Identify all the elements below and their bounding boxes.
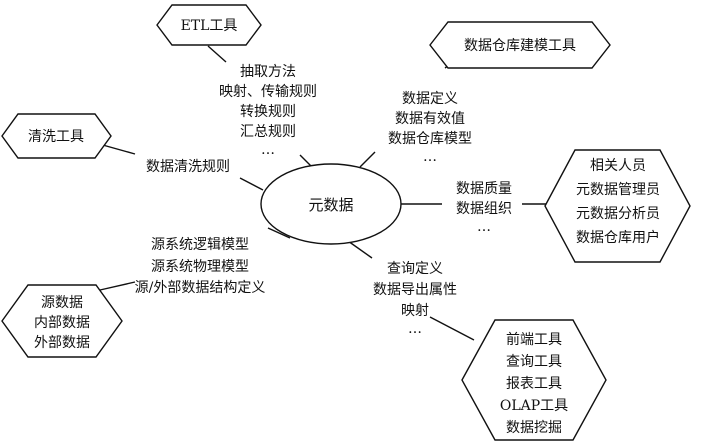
quality-item: 数据质量	[456, 181, 512, 197]
center-ellipse	[260, 163, 402, 245]
etl-items: 抽取方法 映射、传输规则 转换规则 汇总规则 …	[219, 64, 317, 158]
source-item: 源/外部数据结构定义	[135, 280, 266, 296]
center-label: 元数据	[308, 196, 353, 214]
hexagon-line: 数据仓库用户	[576, 229, 660, 246]
query-item: …	[408, 321, 422, 337]
etl-item: 映射、传输规则	[219, 84, 317, 100]
etl-tools-text: ETL工具	[181, 18, 238, 34]
query-items: 查询定义 数据导出属性 映射 …	[373, 261, 457, 337]
hexagon-line: 元数据管理员	[576, 182, 660, 198]
etl-item: 转换规则	[240, 103, 296, 120]
source-data-text: 源数据 内部数据 外部数据	[34, 295, 90, 351]
source-item: 源系统物理模型	[151, 259, 249, 275]
query-item: 查询定义	[387, 261, 443, 277]
hexagon-line: ETL工具	[181, 18, 238, 34]
related-people-text: 相关人员 元数据管理员 元数据分析员 数据仓库用户	[576, 158, 660, 246]
query-item: 映射	[401, 303, 429, 319]
hexagon-line: 清洗工具	[28, 129, 84, 145]
front-end-tools-text: 前端工具 查询工具 报表工具 OLAP工具 数据挖掘	[500, 331, 568, 436]
query-item: 数据导出属性	[373, 282, 457, 298]
clean-items: 数据清洗规则	[146, 159, 230, 175]
etl-item: 抽取方法	[240, 64, 296, 80]
related-people-hexagon	[544, 149, 691, 263]
source-data-hexagon	[1, 284, 123, 358]
hexagon-line: 内部数据	[34, 315, 90, 331]
dw-item: …	[423, 149, 437, 165]
quality-item: …	[477, 219, 491, 235]
hexagon-line: 源数据	[41, 295, 83, 311]
dw-item: 数据定义	[402, 91, 458, 107]
link-etl-hexagon	[207, 45, 227, 63]
link-center-dw	[359, 151, 376, 168]
source-items: 源系统逻辑模型 源系统物理模型 源/外部数据结构定义	[135, 237, 266, 296]
etl-tools-hexagon	[156, 4, 262, 46]
hexagon-line: 数据仓库建模工具	[464, 38, 576, 54]
link-query-front	[429, 316, 475, 341]
link-center-etl	[299, 154, 313, 168]
dw-modeling-tool-hexagon	[429, 21, 611, 69]
front-end-tools-hexagon	[461, 319, 607, 441]
hexagon-line: 元数据分析员	[576, 206, 660, 222]
dw-items: 数据定义 数据有效值 数据仓库模型 …	[388, 91, 472, 165]
hexagon-line: 报表工具	[506, 376, 562, 392]
etl-item: 汇总规则	[240, 124, 296, 140]
hexagon-line: OLAP工具	[500, 398, 568, 414]
dw-item: 数据有效值	[395, 111, 465, 127]
link-center-sources	[267, 227, 291, 239]
hexagon-line: 相关人员	[590, 158, 646, 174]
hexagon-line: 数据挖掘	[506, 420, 562, 436]
hexagon-line: 前端工具	[506, 331, 562, 348]
hexagon-line: 外部数据	[34, 335, 90, 351]
link-center-query	[347, 240, 373, 259]
source-item: 源系统逻辑模型	[151, 237, 249, 253]
dw-modeling-tool-text: 数据仓库建模工具	[464, 38, 576, 54]
clean-item: 数据清洗规则	[146, 159, 230, 175]
link-center-cleaning	[239, 177, 264, 191]
quality-item: 数据组织	[456, 201, 512, 217]
cleaning-tool-hexagon	[1, 113, 112, 159]
link-sources-hexagon	[99, 281, 136, 291]
cleaning-tool-text: 清洗工具	[28, 129, 84, 145]
dw-item: 数据仓库模型	[388, 131, 472, 147]
quality-items: 数据质量 数据组织 …	[456, 181, 512, 235]
etl-item: …	[261, 142, 275, 158]
hexagon-line: 查询工具	[506, 354, 562, 370]
